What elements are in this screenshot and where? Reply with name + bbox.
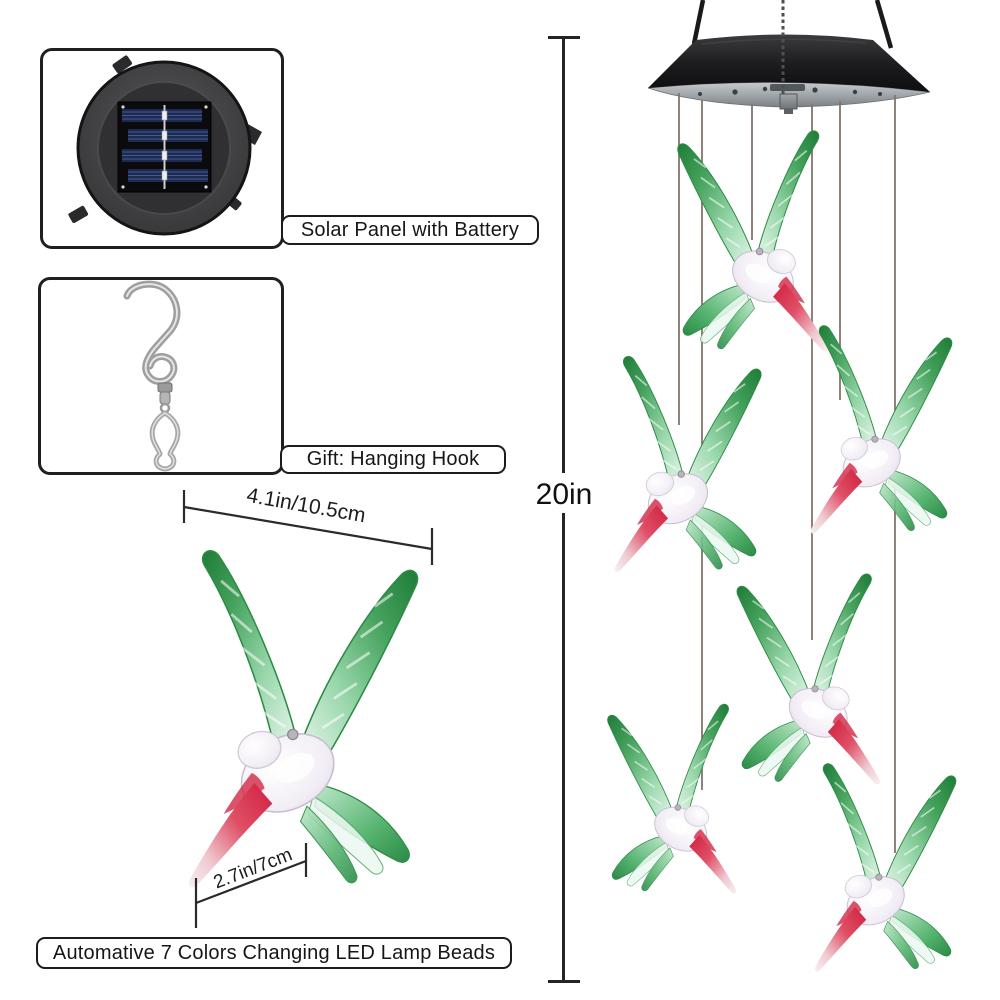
led-beads-label: Automative 7 Colors Changing LED Lamp Be… [36,937,512,969]
body-length-dimension-line [194,843,308,928]
hanging-hook-label: Gift: Hanging Hook [280,445,506,474]
hanging-hook-photo-box [38,277,284,475]
chime-hummingbirds [606,129,957,973]
solar-panel-image [68,55,262,236]
solar-panel-photo-box [40,48,284,249]
cone-underside-details [698,84,882,96]
wind-chime-image [606,0,957,973]
busbar-segments [161,110,168,181]
height-dimension-line-lower [562,513,565,982]
hummingbird-large-image: 4.1in/10.5cm 2.7in/7cm [182,484,434,928]
wingspan-dimension-line [182,490,434,565]
height-dimension-bottom-cap [548,980,580,983]
height-dimension-text: 20in [535,478,593,511]
hanging-hook-image [123,280,181,472]
height-dimension-line-upper [562,37,565,473]
solar-cone-top [647,34,931,114]
panel-screws [121,105,208,189]
hanging-cords [691,0,894,49]
solar-panel-label: Solar Panel with Battery [281,215,539,245]
